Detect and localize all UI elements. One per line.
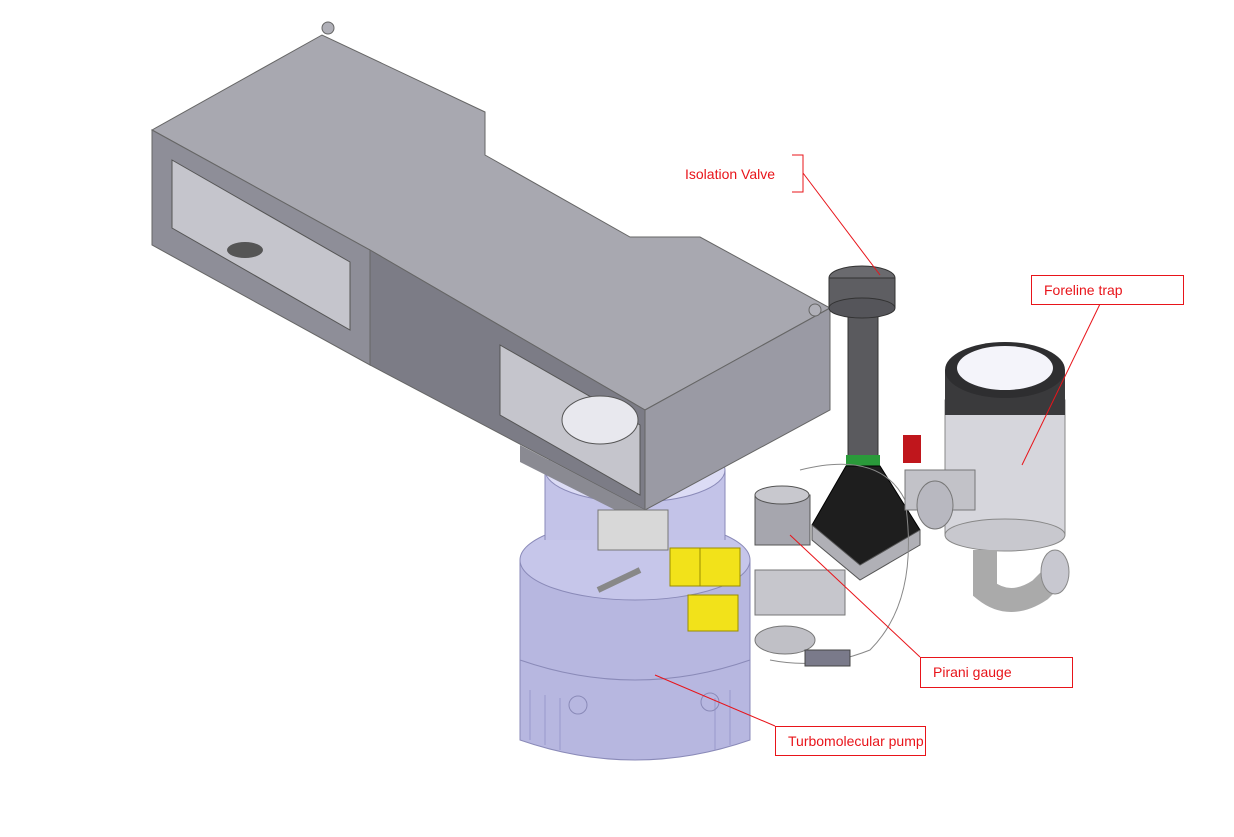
vacuum-chamber xyxy=(150,21,832,525)
leader-lines xyxy=(654,154,1101,727)
foreline-trap-label: Foreline trap xyxy=(1031,275,1184,305)
foreline-trap xyxy=(904,342,1070,612)
isolation-valve xyxy=(811,265,921,581)
pirani-gauge-label: Pirani gauge xyxy=(920,657,1073,688)
turbomolecular-pump-label: Turbomolecular pump xyxy=(775,726,926,756)
connectors xyxy=(596,509,741,632)
pirani-gauge xyxy=(754,463,909,667)
isolation-valve-label: Isolation Valve xyxy=(685,166,776,182)
